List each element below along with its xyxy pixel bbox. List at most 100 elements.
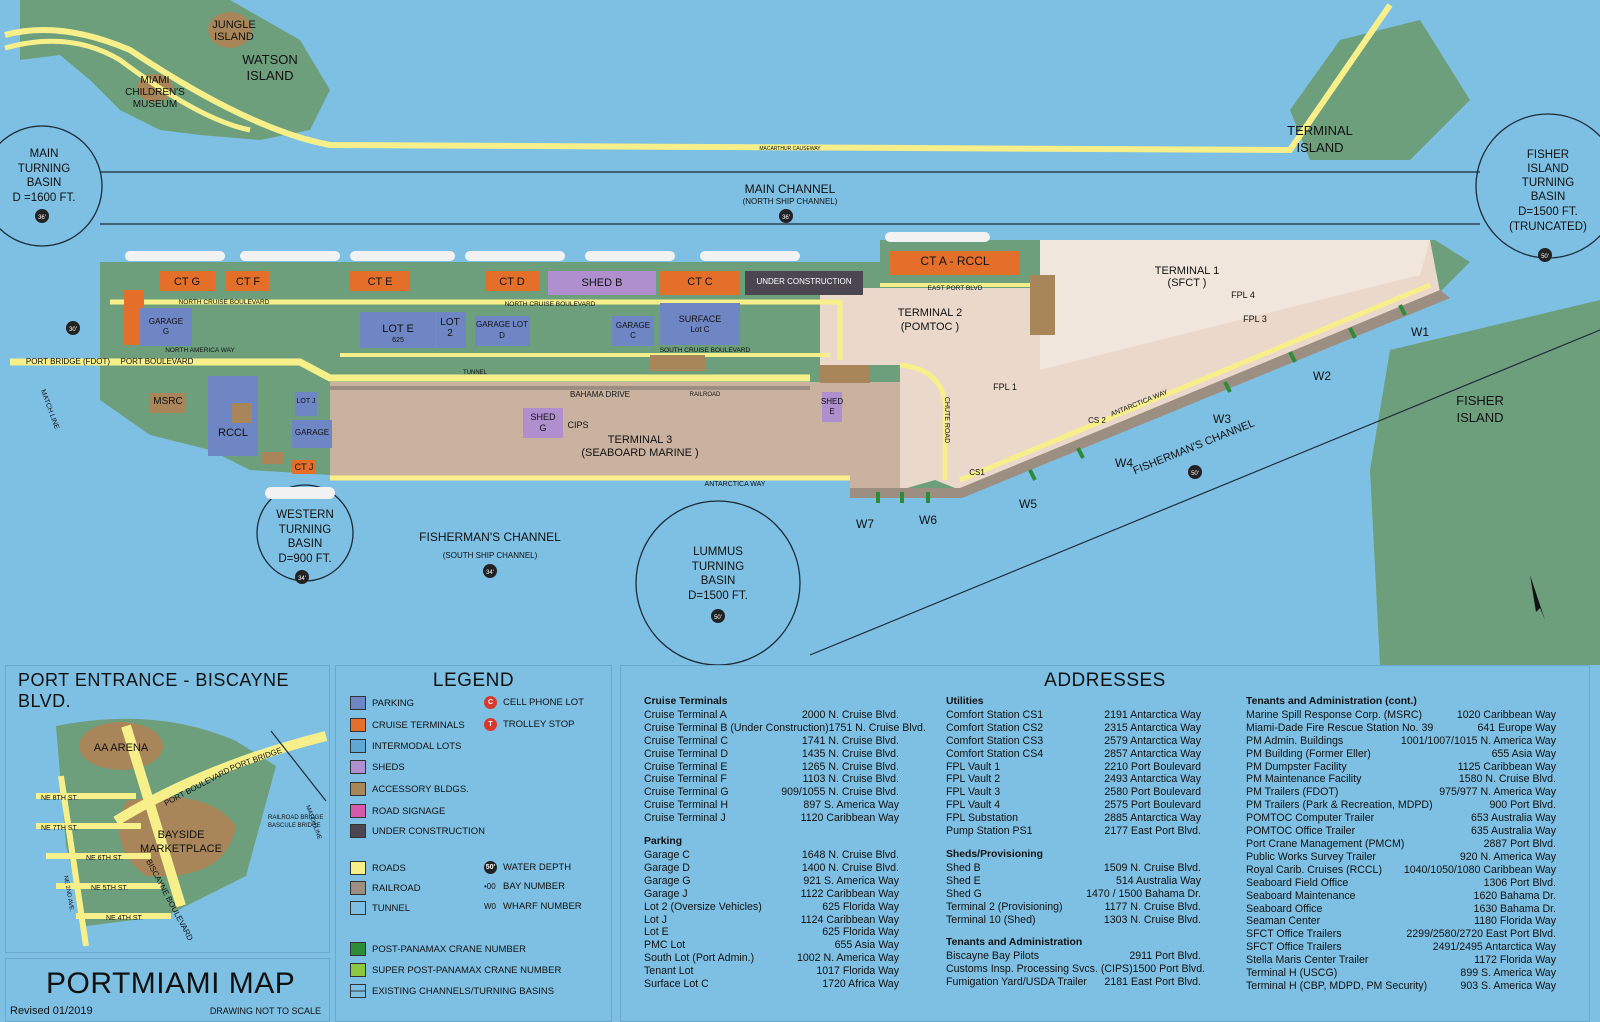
address-name: Terminal 10 (Shed) [946, 913, 1036, 926]
svg-text:50': 50' [1541, 254, 1549, 260]
msrc-label: MSRC [153, 396, 182, 407]
lummus-basin-label-3: BASIN [701, 575, 736, 587]
address-name: Royal Carib. Cruises (RCCL) [1246, 863, 1382, 876]
address-value: 635 Australia Way [1471, 825, 1556, 838]
berthed-ships [125, 232, 990, 499]
lot-2[interactable] [436, 312, 466, 348]
antarctica-way-label: ANTARCTICA WAY [705, 481, 766, 488]
shed-g[interactable] [523, 408, 563, 438]
ct-e[interactable] [350, 271, 410, 291]
address-value: 897 S. America Way [803, 799, 899, 812]
shed-b[interactable] [548, 271, 656, 295]
shed-g-letter: G [539, 423, 546, 433]
address-value: 1630 Bahama Dr. [1473, 902, 1556, 915]
address-value: 2493 Antarctica Way [1104, 773, 1201, 786]
fisher-basin-label-4: BASIN [1531, 191, 1566, 203]
legend-item: TUNNEL [350, 901, 410, 915]
lot-e[interactable] [360, 312, 435, 348]
address-row: PM Trailers (FDOT)975/977 N. America Way [1246, 786, 1556, 799]
jungle-island-building [208, 12, 252, 48]
shed-e-label: SHED [821, 397, 843, 406]
fisher-basin-label-3: TURNING [1522, 177, 1574, 189]
garage-d-letter: D [499, 331, 505, 340]
south-quay [850, 290, 1450, 498]
terminal2-label: TERMINAL 2 [898, 307, 962, 319]
address-value: 2911 Port Blvd. [1129, 950, 1201, 963]
fisher-island-label-2: ISLAND [1457, 410, 1504, 425]
ct-g[interactable] [160, 271, 215, 291]
garage-c[interactable] [612, 316, 654, 346]
garage-g-label: GARAGE [149, 317, 183, 326]
ct-h[interactable] [124, 290, 144, 345]
garage-d[interactable] [475, 316, 530, 346]
address-name: Lot 2 (Oversize Vehicles) [644, 900, 762, 913]
lot-j[interactable] [295, 392, 317, 416]
address-row: Cruise Terminal E 1265 N. Cruise Blvd. [644, 761, 899, 774]
inset-streets [36, 775, 171, 947]
north-cruise-label: NORTH CRUISE BOULEVARD [179, 299, 270, 306]
address-value: 1470 / 1500 Bahama Dr. [1086, 887, 1201, 900]
address-name: Cruise Terminal H [644, 799, 728, 812]
ct-f[interactable] [225, 271, 270, 291]
north-arrow-icon [1530, 575, 1545, 620]
ct-j[interactable] [292, 460, 316, 474]
western-basin-label-2: TURNING [279, 524, 331, 536]
shed-e-letter: E [829, 407, 834, 416]
address-name: PM Trailers (FDOT) [1246, 786, 1339, 799]
shed-e[interactable] [822, 392, 842, 422]
museum-label: MIAMI [141, 75, 170, 86]
fpl4-label: FPL 4 [1231, 290, 1255, 300]
address-name: SFCT Office Trailers [1246, 941, 1342, 954]
address-value: 1265 N. Cruise Blvd. [801, 760, 899, 773]
address-row: Cruise Terminal H 897 S. America Way [644, 799, 899, 812]
address-value: 1122 Caribbean Way [800, 887, 899, 900]
ct-d-label: CT D [499, 276, 525, 288]
cips-label: CIPS [567, 420, 588, 430]
address-name: Cruise Terminal J [644, 812, 726, 825]
cranes [876, 304, 1407, 503]
legend-item: ACCESSORY BLDGS. [350, 782, 469, 796]
legend-item: UNDER CONSTRUCTION [350, 824, 485, 838]
lot-2-label: LOT [440, 317, 459, 328]
address-name: Public Works Survey Trailer [1246, 850, 1376, 863]
ct-c[interactable] [660, 271, 740, 295]
railroad-label: RAILROAD [690, 392, 721, 398]
garage-g[interactable] [140, 308, 192, 346]
surface-lot-c[interactable] [660, 303, 740, 345]
garage-j[interactable] [292, 420, 332, 448]
address-name: Shed E [946, 874, 981, 887]
east-port-label: EAST PORT BLVD [928, 285, 983, 292]
svg-text:36': 36' [782, 215, 790, 221]
lummus-turning-basin [635, 500, 801, 665]
legend-symbol: W0 [484, 902, 496, 911]
fisher-island [1370, 300, 1600, 665]
western-basin-label-4: D=900 FT. [278, 553, 331, 565]
sfct-yard [1040, 240, 1430, 370]
macarthur-label: MACARTHUR CAUSEWAY [759, 146, 821, 152]
address-value: 1040/1050/1080 Caribbean Way [1403, 863, 1556, 876]
wharf-w1: W1 [1411, 325, 1429, 339]
macarthur-causeway [4, 3, 1393, 154]
ct-d[interactable] [485, 271, 540, 291]
address-value: 625 Florida Way [822, 900, 899, 913]
address-value: 1500 Port Blvd. [1132, 963, 1206, 976]
ct-a-rccl[interactable] [890, 251, 1020, 275]
address-row: Lot 2 (Oversize Vehicles) 625 Florida Way [644, 901, 899, 914]
address-name: Comfort Station CS3 [946, 734, 1044, 747]
legend-label: UNDER CONSTRUCTION [372, 825, 485, 837]
address-name: Cruise Terminal D [644, 747, 728, 760]
address-name: Cruise Terminal E [644, 760, 728, 773]
address-name: Surface Lot C [644, 978, 709, 991]
